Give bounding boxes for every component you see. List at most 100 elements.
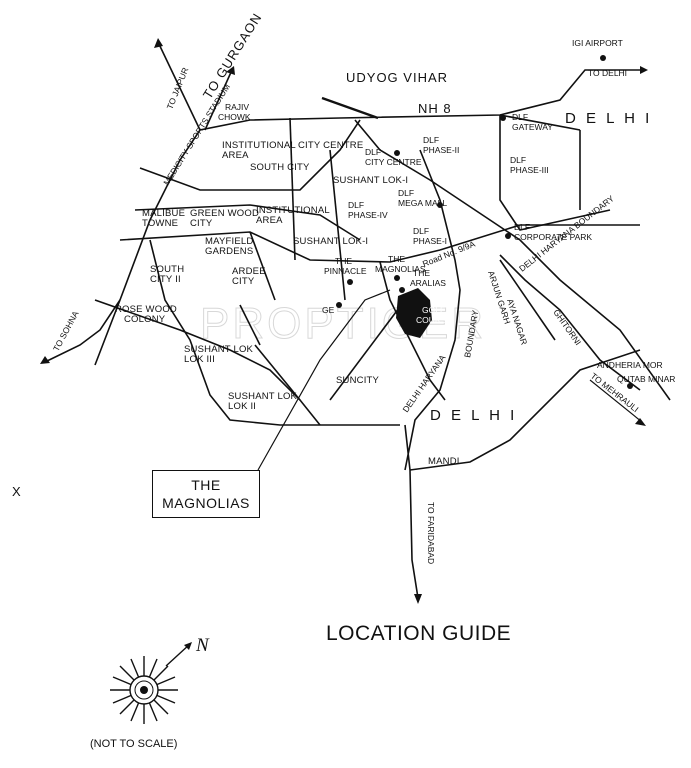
label-to-jaipur: TO JAIPUR [165, 66, 191, 111]
label-greenwood-1: GREEN WOOD [190, 208, 259, 219]
label-mandi: MANDI [428, 456, 460, 467]
label-gateway-1: DLF [512, 112, 528, 122]
label-to-gurgaon: TO GURGAON [200, 10, 265, 102]
direction-arrows [40, 38, 648, 604]
margin-mark: X [12, 484, 21, 499]
label-golf-2: COURSE [416, 315, 453, 325]
watermark: PROPTIGER [200, 299, 486, 348]
compass-rose-icon [110, 642, 192, 724]
arrow-delhi [640, 66, 648, 74]
label-dlf-p2-1: DLF [423, 135, 439, 145]
dot-qutab [627, 383, 633, 389]
label-nh8: NH 8 [418, 101, 452, 116]
label-rosewood-2: COLONY [124, 314, 166, 325]
north-pointer [165, 643, 191, 667]
northern-connector [139, 119, 361, 191]
label-malibue-1: MALIBUE [142, 208, 185, 219]
north-label: N [196, 635, 209, 656]
ghitorni-road [499, 254, 641, 391]
mehrauli-arrow-line [589, 379, 643, 423]
label-inst-area-1b: AREA [222, 150, 249, 161]
label-dlf-p3-2: PHASE-III [510, 165, 549, 175]
label-mayfield-1: MAYFIELD [205, 236, 253, 247]
label-pinnacle-1: THE [335, 256, 352, 266]
road-network [44, 41, 671, 599]
faridabad-road [404, 424, 419, 599]
label-aralias-1: THE [413, 268, 430, 278]
label-sl3-2: LOK III [184, 354, 215, 365]
label-ardee-2: CITY [232, 276, 255, 287]
label-andheria-mor: ANDHERIA MOR [597, 360, 663, 370]
callout-line-1: THE [191, 477, 221, 493]
label-golf-1: GOLF [422, 305, 445, 315]
suncity-diag [329, 299, 406, 401]
to-gurgaon-road [157, 41, 201, 131]
label-udyog-vihar: UDYOG VIHAR [346, 70, 448, 85]
arrow-mehrauli [635, 418, 646, 426]
label-aralias-2: ARALIAS [410, 278, 446, 288]
label-to-faridabad: TO FARIDABAD [426, 502, 436, 564]
label-rajiv-2: CHOWK [218, 112, 251, 122]
label-ghitorni: GHITORNI [551, 307, 583, 347]
sushant-lok2-road [254, 344, 301, 401]
ardee-road [249, 231, 276, 301]
institutional-road [134, 204, 361, 241]
arrow-gurgaon [226, 66, 235, 75]
label-sl2-1: SUSHANT LOK [228, 391, 298, 402]
arrow-sohna [40, 356, 50, 364]
dot-pinnacle [347, 279, 353, 285]
label-city-centre: CITY CENTRE [298, 140, 363, 151]
label-south-city: SOUTH CITY [250, 162, 310, 173]
label-corp-2: CORPORATE PARK [514, 232, 592, 242]
mandi-road [409, 349, 641, 471]
to-gurgaon-road-2 [204, 69, 233, 131]
label-rosewood-1: ROSE WOOD [115, 304, 177, 315]
corporate-park-road [439, 224, 640, 251]
label-arjun-garh: ARJUN GARH [486, 270, 513, 326]
dot-corporate-park [505, 233, 511, 239]
label-ge: GE [322, 305, 335, 315]
label-sl2-2: LOK II [228, 401, 256, 412]
label-dh-boundary-south-1: DELHI HARYANA [400, 353, 447, 414]
golf-course-area [396, 288, 432, 338]
magnolias-callout-box: THE MAGNOLIAS [152, 470, 260, 518]
label-mega-2: MEGA MALL [398, 198, 447, 208]
label-sushant-lok1-top: SUSHANT LOK-I [333, 175, 408, 186]
dot-mega-mall [437, 202, 443, 208]
label-dlf-p1-2: PHASE-I [413, 236, 447, 246]
map-title: LOCATION GUIDE [326, 622, 512, 645]
label-inst-area-1a: INSTITUTIONAL [222, 140, 296, 151]
label-rajiv-1: RAJIV [225, 102, 249, 112]
label-to-delhi: TO DELHI [588, 68, 627, 78]
dot-gateway [500, 115, 506, 121]
label-gateway-2: GATEWAY [512, 122, 553, 132]
location-dots [336, 55, 633, 389]
dot-aralias [399, 287, 405, 293]
dot-city-centre [394, 150, 400, 156]
label-dlf-p4-1: DLF [348, 200, 364, 210]
sushant-lok-road [119, 231, 441, 263]
label-south-city2-1: SOUTH [150, 264, 184, 275]
city-centre-road [289, 117, 296, 261]
label-ardee-1: ARDEE [232, 266, 266, 277]
dot-ge [336, 302, 342, 308]
scale-note: (NOT TO SCALE) [90, 738, 178, 750]
label-dlf-p3-1: DLF [510, 155, 526, 165]
dot-magnolias [394, 275, 400, 281]
label-mega-1: DLF [398, 188, 414, 198]
aya-nagar-road [499, 259, 556, 341]
label-greenwood-2: CITY [190, 218, 213, 229]
label-dlf-p2-2: PHASE-II [423, 145, 459, 155]
label-sl3-1: SUSHANT LOK [184, 344, 254, 355]
southern-road [94, 299, 321, 426]
label-inst-area-2b: AREA [256, 215, 283, 226]
label-inst-area-2a: INSTITUTIONAL [256, 205, 330, 216]
gateway-road [499, 114, 581, 131]
label-magnolias-map-1: THE [388, 254, 405, 264]
nh8-short-dash [321, 96, 379, 120]
arrow-faridabad [414, 594, 422, 604]
golf-course-road [379, 261, 446, 401]
label-south-city2-2: CITY II [150, 274, 181, 285]
dot-igi [600, 55, 606, 61]
